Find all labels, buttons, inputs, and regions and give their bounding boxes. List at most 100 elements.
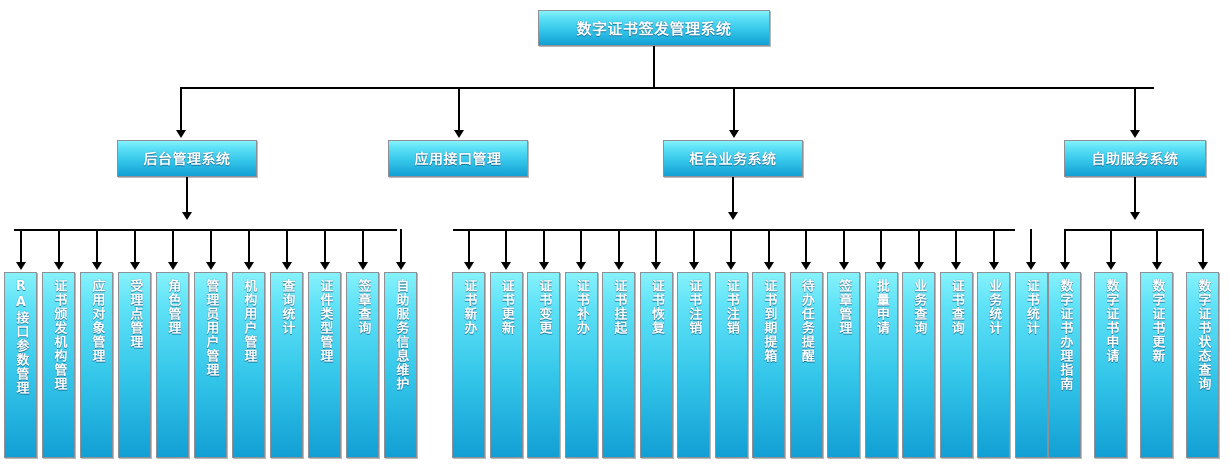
node-counter-business-system[interactable]: 柜台业务系统 [663,140,803,177]
node-backoffice-item-5-label: 角色管理 [165,279,181,335]
node-counter-item-8-label: 证书注销 [723,279,739,335]
arrow-backoffice-item-7 [243,262,254,270]
node-counter-item-9[interactable]: 证书到期提箱 [752,272,785,458]
connector-root-stem [653,46,655,87]
node-selfservice-item-3[interactable]: 数字证书更新 [1140,272,1173,458]
arrow-backoffice-item-8 [281,262,292,270]
connector-backoffice-stem [186,177,188,214]
node-backoffice-item-6-label: 管理员用户管理 [203,279,219,377]
connector-drop-counter-item-2 [505,229,507,263]
arrow-backoffice-item-6 [205,262,216,270]
node-counter-item-4-label: 证书补办 [573,279,589,335]
connector-drop-backoffice-item-5 [171,229,174,263]
node-selfservice-item-2[interactable]: 数字证书申请 [1094,272,1127,458]
node-selfservice-item-2-label: 数字证书申请 [1103,279,1119,363]
connector-drop-counter-item-12 [880,229,882,263]
connector-counter-stem [732,177,734,214]
node-selfservice-system[interactable]: 自助服务系统 [1064,140,1206,177]
node-backoffice-item-7[interactable]: 机构用户管理 [232,272,265,458]
node-counter-item-16[interactable]: 证书统计 [1014,272,1048,458]
node-counter-item-7[interactable]: 证书注销 [677,272,710,458]
node-counter-item-1[interactable]: 证书新办 [452,272,485,458]
connector-counter-bus [453,229,1015,231]
connector-selfservice-stem [1134,177,1136,214]
node-backoffice-item-3[interactable]: 应用对象管理 [80,272,113,458]
connector-drop-counter-item-14 [955,229,957,263]
connector-drop-counter-item-4 [580,229,582,263]
node-selfservice-item-4-label: 数字证书状态查询 [1195,279,1211,391]
node-backoffice-item-3-label: 应用对象管理 [89,279,105,363]
node-backoffice-system[interactable]: 后台管理系统 [117,140,257,177]
node-backoffice-item-8[interactable]: 查询统计 [270,272,303,458]
arrow-counter-item-15 [988,262,999,270]
node-backoffice-item-10-label: 签章查询 [355,279,371,335]
connector-drop-backoffice-item-4 [133,229,136,263]
node-counter-item-2[interactable]: 证书更新 [489,272,523,458]
arrow-backoffice-item-2 [53,262,64,270]
node-counter-item-12[interactable]: 批量申请 [864,272,898,458]
connector-drop-counter-item-7 [692,229,695,263]
node-counter-item-11[interactable]: 签章管理 [827,272,860,458]
arrow-counter-item-12 [876,262,886,270]
connector-drop-backoffice-item-2 [57,229,60,263]
node-root[interactable]: 数字证书签发管理系统 [538,10,770,46]
connector-drop-counter-item-11 [842,229,845,263]
arrow-selfservice-item-3 [1151,262,1162,270]
node-counter-item-3[interactable]: 证书变更 [527,272,560,458]
arrow-backoffice-item-5 [167,262,178,270]
arrow-selfservice-item-4 [1197,262,1208,270]
arrow-backoffice-item-10 [357,262,368,270]
arrow-counter-item-8 [726,262,736,270]
arrow-counter-item-5 [613,262,624,270]
node-selfservice-item-4[interactable]: 数字证书状态查询 [1186,272,1219,458]
node-backoffice-item-11[interactable]: 自助服务信息维护 [384,272,417,458]
connector-drop-backoffice-item-7 [247,229,250,263]
node-backoffice-item-2[interactable]: 证书颁发机构管理 [42,272,75,458]
connector-drop-counter-item-6 [655,229,657,263]
arrow-backoffice-item-4 [129,262,140,270]
arrow-selfservice-item-1 [1059,262,1070,270]
node-backoffice-item-2-label: 证书颁发机构管理 [51,279,67,391]
node-selfservice-item-3-label: 数字证书更新 [1149,279,1165,363]
connector-drop-counter-item-3 [542,229,545,263]
node-backoffice-item-9[interactable]: 证件类型管理 [308,272,341,458]
node-selfservice-item-1[interactable]: 数字证书办理指南 [1048,272,1081,458]
connector-drop-l2-2 [458,87,460,132]
node-api-management-label: 应用接口管理 [414,151,502,168]
arrow-l2-4 [1130,130,1140,138]
node-counter-item-10[interactable]: 待办任务提醒 [789,272,823,458]
connector-drop-backoffice-item-1 [19,229,22,263]
node-backoffice-item-11-label: 自助服务信息维护 [393,279,409,391]
node-counter-item-15-label: 业务统计 [986,279,1002,335]
connector-backoffice-bus [14,229,397,231]
arrow-backoffice-item-11 [395,262,406,270]
node-backoffice-item-4-label: 受理点管理 [127,279,143,349]
connector-drop-counter-item-10 [805,229,807,263]
node-backoffice-item-10[interactable]: 签章查询 [346,272,379,458]
node-backoffice-item-1[interactable]: RA接口参数管理 [4,272,37,458]
node-root-label: 数字证书签发管理系统 [576,19,732,38]
arrow-backoffice-item-9 [319,262,330,270]
arrow-l2-1 [176,130,186,138]
node-counter-item-16-label: 证书统计 [1023,279,1039,335]
arrow-counter-item-2 [501,262,511,270]
node-counter-item-15[interactable]: 业务统计 [977,272,1010,458]
node-counter-item-10-label: 待办任务提醒 [798,279,814,363]
node-counter-item-6[interactable]: 证书恢复 [639,272,673,458]
node-counter-item-13-label: 业务查询 [911,279,927,335]
arrow-counter-item-16 [1026,262,1036,270]
connector-drop-backoffice-item-9 [323,229,326,263]
connector-drop-backoffice-item-3 [95,229,98,263]
node-backoffice-item-8-label: 查询统计 [279,279,295,335]
node-backoffice-item-4[interactable]: 受理点管理 [118,272,151,458]
node-counter-item-11-label: 签章管理 [836,279,852,335]
node-counter-item-14[interactable]: 证书查询 [939,272,973,458]
node-counter-item-5[interactable]: 证书挂起 [602,272,635,458]
connector-drop-selfservice-item-4 [1201,229,1204,263]
node-backoffice-item-5[interactable]: 角色管理 [156,272,189,458]
node-counter-item-4[interactable]: 证书补办 [564,272,598,458]
node-api-management[interactable]: 应用接口管理 [388,140,528,177]
node-counter-item-8[interactable]: 证书注销 [714,272,748,458]
node-counter-item-13[interactable]: 业务查询 [902,272,935,458]
node-backoffice-item-6[interactable]: 管理员用户管理 [194,272,227,458]
